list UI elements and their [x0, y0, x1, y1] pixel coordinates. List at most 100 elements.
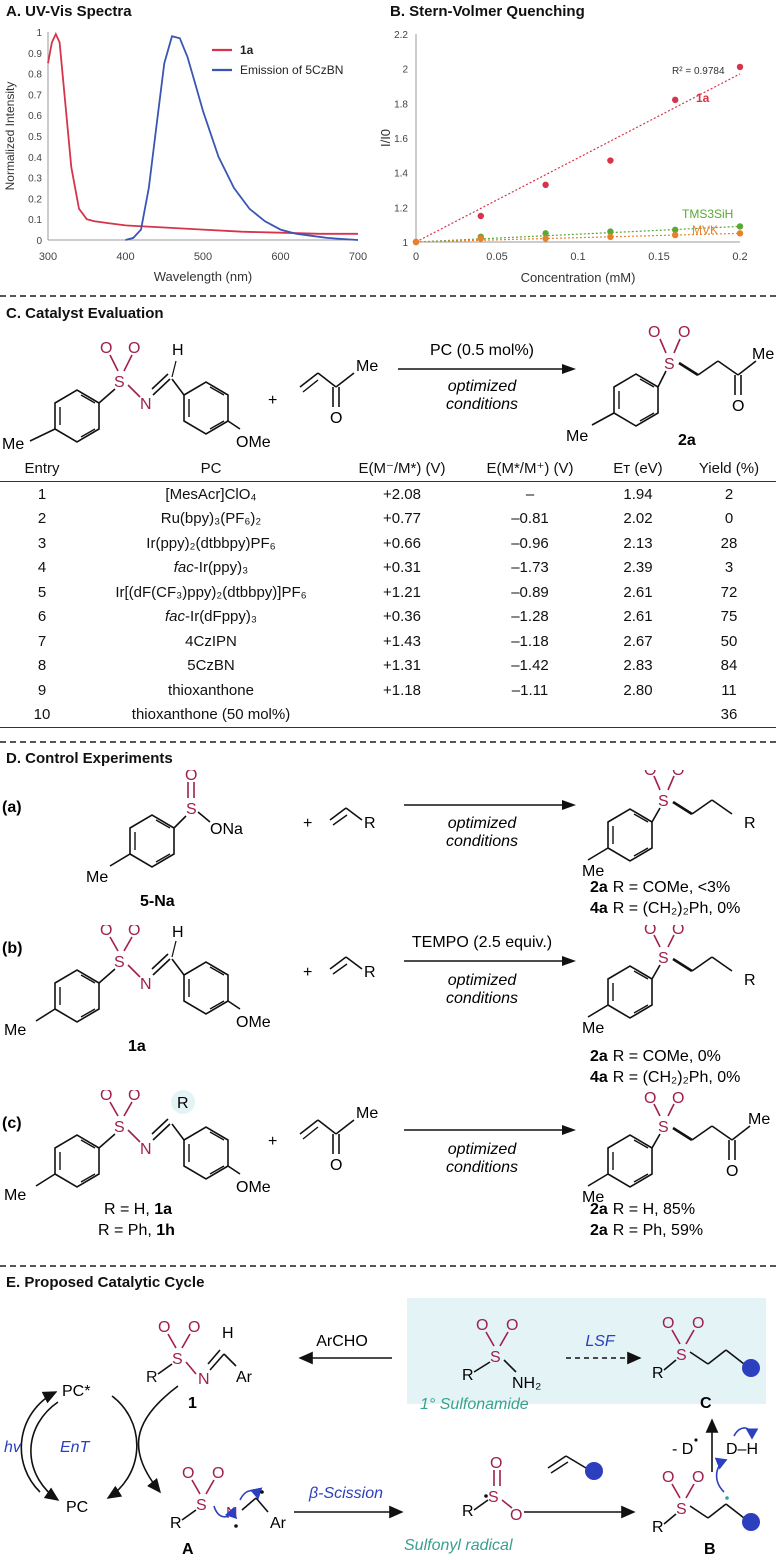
experiment-tag: (b)	[2, 940, 22, 957]
y-tick-label: 1.4	[394, 169, 408, 180]
r-group: R	[146, 1369, 158, 1386]
r-group: R	[744, 972, 756, 989]
hv-label: hv	[4, 1439, 22, 1456]
table-cell: 5CzBN	[187, 657, 235, 675]
table-cell: 3	[37, 534, 47, 552]
r-group: R	[364, 815, 376, 832]
table-cell: –0.89	[511, 583, 549, 601]
x-tick-label: 700	[349, 251, 367, 263]
data-point	[607, 228, 614, 235]
ar-group: Ar	[270, 1515, 287, 1532]
arrow-conditions: optimized	[448, 815, 518, 832]
y-axis-label: I/I0	[378, 129, 393, 147]
control-experiment-a: (a) Me S O ONa 5-Na + R optimized condit…	[2, 770, 756, 917]
table-cell: thioxanthone (50 mol%)	[84, 702, 338, 728]
panel-e-title: E. Proposed Catalytic Cycle	[6, 1274, 205, 1291]
d-h-label: D–H	[726, 1441, 758, 1458]
table-cell: 7	[37, 632, 47, 650]
me-label: Me	[356, 1105, 378, 1122]
me-label: Me	[566, 428, 588, 445]
lsf-label: LSF	[585, 1333, 616, 1350]
nitrogen-atom: N	[140, 1141, 152, 1158]
arrow-conditions: optimized	[448, 972, 518, 989]
arrow-conditions: conditions	[446, 833, 518, 850]
y-tick-label: 0.6	[28, 111, 42, 122]
sulfur-atom: S	[114, 1119, 125, 1136]
x-tick-label: 600	[271, 251, 289, 263]
y-tick-label: 0.7	[28, 90, 42, 101]
alkene-substituent-ball	[742, 1513, 760, 1531]
oxygen-atom: O	[490, 1455, 502, 1472]
table-cell: +0.36	[383, 608, 421, 626]
x-tick-label: 0.05	[486, 251, 507, 263]
hydrogen-atom: H	[172, 342, 184, 359]
panel-d-title: D. Control Experiments	[6, 750, 173, 767]
sulfur-atom: S	[196, 1497, 207, 1514]
table-cell: 2	[37, 510, 47, 528]
y-tick-label: 0.4	[28, 153, 42, 164]
data-point	[672, 226, 679, 234]
data-point	[672, 96, 679, 104]
table-cell	[594, 702, 682, 728]
oxygen-atom: O	[100, 925, 112, 939]
oxygen-atom: O	[182, 1465, 194, 1482]
oxygen-atom: O	[644, 925, 656, 938]
data-point	[477, 212, 484, 220]
oxygen-atom: O	[128, 1090, 140, 1104]
table-cell: 2	[724, 485, 734, 503]
r-squared-label: R² = 0.9784	[672, 66, 725, 77]
y-axis-label: Normalized Intensity	[3, 82, 17, 191]
sulfur-atom: S	[658, 950, 669, 967]
table-cell: Ir[(dF(CF₃)ppy)₂(dtbbpy)]PF₆	[115, 583, 307, 601]
table-cell: 2.39	[623, 559, 653, 577]
table-cell: 4	[37, 559, 47, 577]
y-tick-label: 1	[36, 28, 42, 39]
ome-label: OMe	[236, 1179, 271, 1196]
sulfur-atom: S	[490, 1349, 501, 1366]
table-cell: 2.67	[623, 632, 653, 650]
r-group: R	[462, 1367, 474, 1384]
x-tick-label: 400	[116, 251, 134, 263]
legend-label: Emission of 5CzBN	[240, 63, 343, 77]
oxygen-atom: O	[662, 1315, 674, 1332]
x-tick-label: 0.15	[648, 251, 669, 263]
nitrogen-atom: N	[198, 1371, 210, 1388]
table-header: Entry	[0, 455, 84, 482]
table-cell: –1.73	[511, 559, 549, 577]
plus-sign: +	[268, 1133, 277, 1150]
arrow-conditions: conditions	[446, 1159, 518, 1176]
ona-label: ONa	[210, 821, 243, 838]
table-cell: +0.66	[383, 534, 421, 552]
r-highlight	[171, 1090, 195, 1114]
table-cell: +0.31	[383, 559, 421, 577]
x-tick-label: 300	[39, 251, 57, 263]
y-tick-label: 0.3	[28, 174, 42, 185]
me-label: Me	[4, 1022, 26, 1039]
me-label: Me	[752, 346, 774, 363]
table-cell: 72	[720, 583, 738, 601]
table-cell: 2.80	[623, 681, 653, 699]
sulfur-atom: S	[676, 1347, 687, 1364]
substrate-line: R = H, 1a	[104, 1201, 172, 1218]
y-tick-label: 1.6	[394, 134, 408, 145]
oxygen-atom: O	[648, 325, 660, 341]
data-point	[736, 230, 744, 237]
table-cell: 9	[37, 681, 47, 699]
alkene-substituent-ball	[742, 1359, 760, 1377]
table-cell: 4CzIPN	[185, 632, 237, 650]
experiment-tag: (c)	[2, 1115, 22, 1132]
compound-label-b: B	[704, 1541, 716, 1558]
oxygen-atom: O	[100, 1090, 112, 1104]
table-header: Eᴛ (eV)	[594, 455, 682, 482]
table-cell: 10	[0, 702, 84, 728]
sulfur-atom: S	[664, 356, 675, 373]
oxygen-atom: O	[692, 1469, 704, 1486]
beta-scission-label: β-Scission	[308, 1485, 383, 1502]
